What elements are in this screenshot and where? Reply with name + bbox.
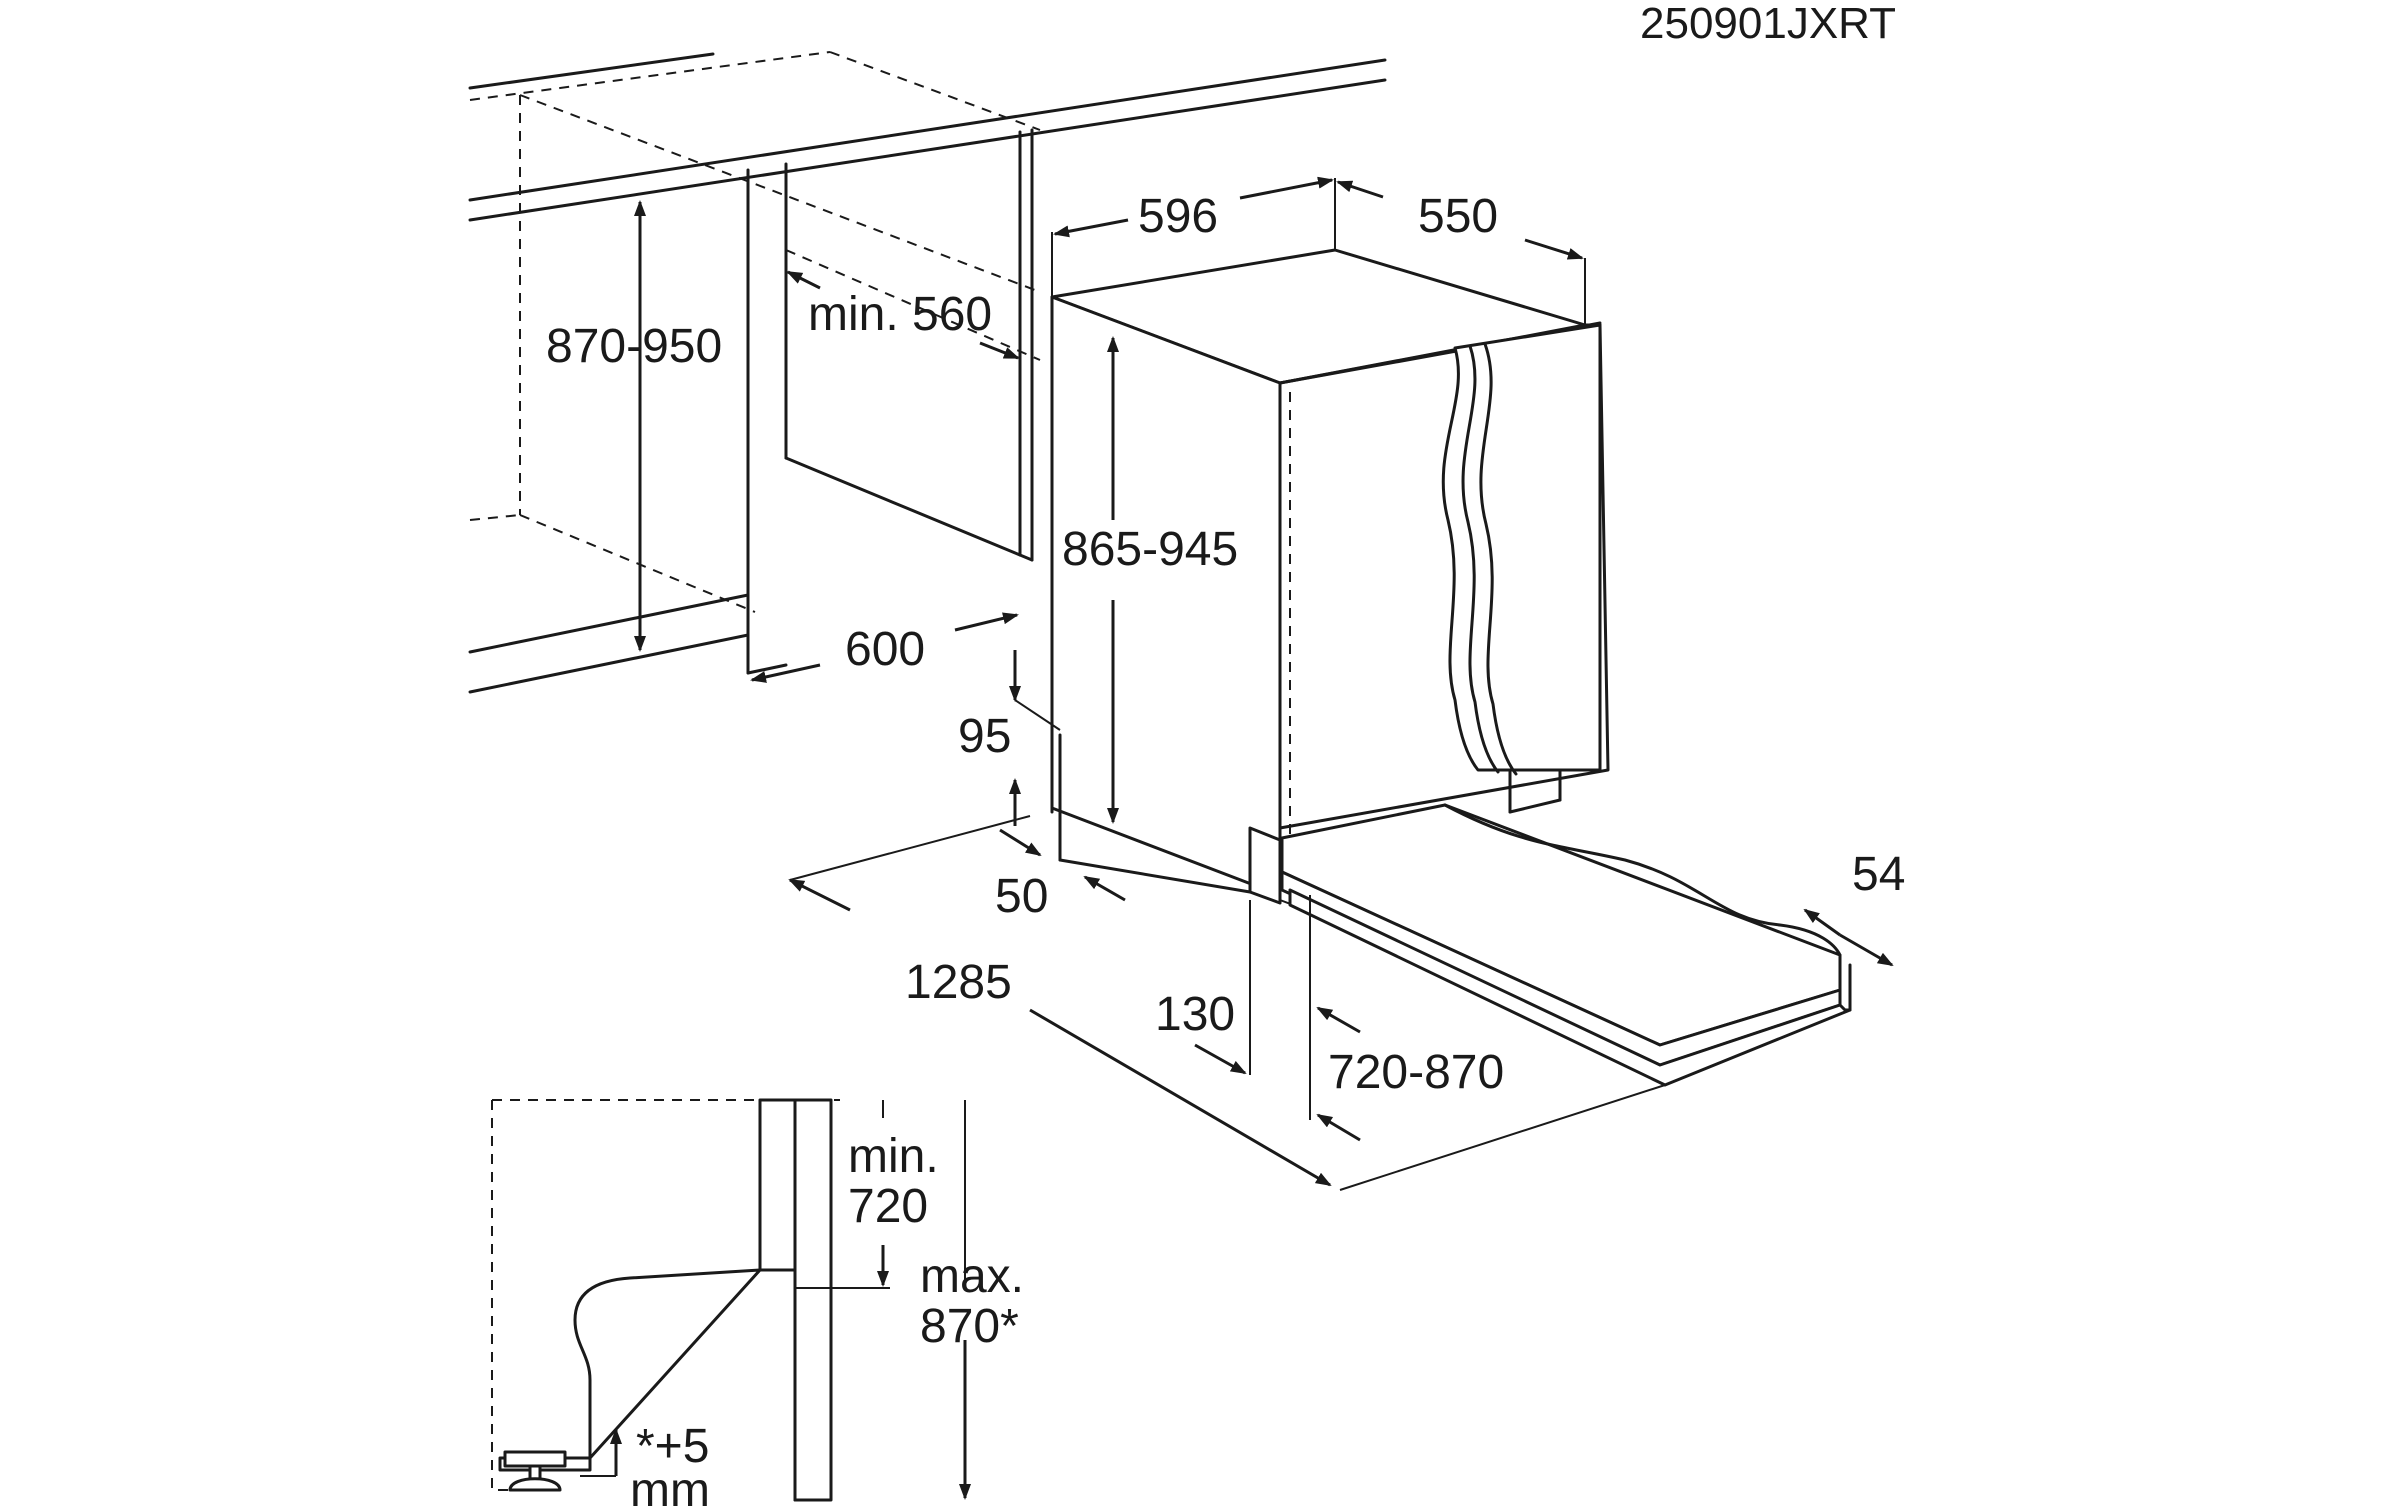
dim-door-range: 720-870 (1328, 1046, 1504, 1099)
dim-width: 596 (1138, 190, 1218, 243)
dim-niche-depth-min: min. 560 (808, 288, 992, 341)
dim-door-travel: 54 (1852, 848, 1905, 901)
detail-adjust-line2: mm (630, 1464, 710, 1510)
dim-niche-width: 600 (845, 623, 925, 676)
detail-min-value: 720 (848, 1180, 928, 1233)
dim-plinth-depth: 130 (1155, 988, 1235, 1041)
detail-section (491, 1098, 971, 1502)
dim-niche-height: 870-950 (546, 320, 722, 373)
dimension-lines (634, 176, 1894, 1191)
niche-cabinet-outline (468, 51, 1387, 694)
dishwasher-body (1050, 248, 1852, 1087)
dim-appliance-height: 865-945 (1062, 523, 1238, 576)
detail-max-label: max. (920, 1250, 1024, 1303)
dim-foot-offset: 50 (995, 870, 1048, 923)
product-code: 250901JXRT (1640, 0, 1896, 48)
dim-plinth-offset: 95 (958, 710, 1011, 763)
detail-adjust-line1: *+5 (636, 1420, 709, 1473)
detail-max-value: 870* (920, 1300, 1019, 1353)
detail-min-label: min. (848, 1130, 939, 1183)
dim-depth: 550 (1418, 190, 1498, 243)
dim-total-open-depth: 1285 (905, 956, 1012, 1009)
